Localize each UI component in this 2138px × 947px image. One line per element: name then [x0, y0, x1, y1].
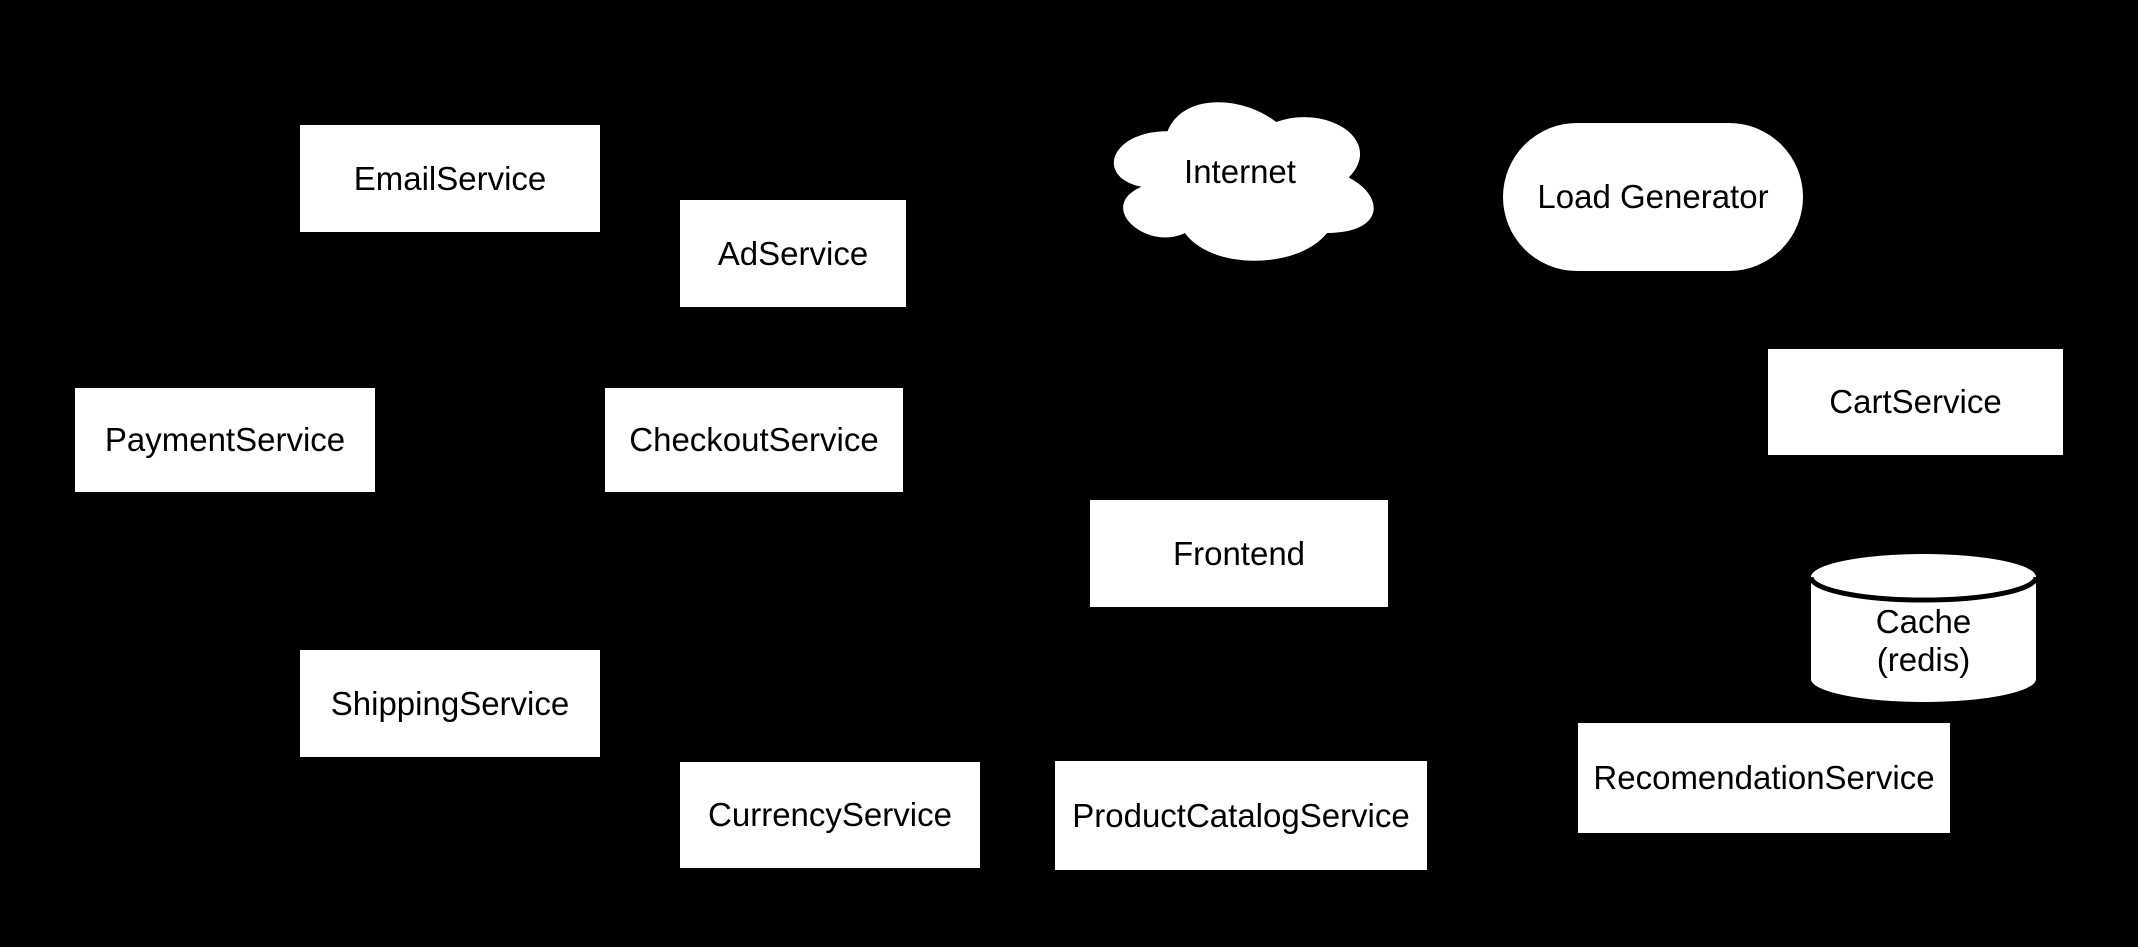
- node-payment-service[interactable]: PaymentService: [75, 388, 375, 492]
- node-ad-service[interactable]: AdService: [680, 200, 906, 307]
- node-label: Cache(redis): [1875, 603, 1972, 678]
- node-shipping-service[interactable]: ShippingService: [300, 650, 600, 757]
- node-label: CurrencyService: [708, 796, 952, 834]
- node-label: CartService: [1829, 383, 2002, 421]
- node-cart-service[interactable]: CartService: [1768, 349, 2063, 455]
- node-load-generator[interactable]: Load Generator: [1503, 123, 1803, 271]
- node-label: EmailService: [353, 159, 547, 197]
- node-label: RecomendationService: [1593, 759, 1935, 797]
- node-email-service[interactable]: EmailService: [300, 125, 600, 232]
- node-internet[interactable]: Internet: [1095, 85, 1385, 270]
- node-recomendation-service[interactable]: RecomendationService: [1578, 723, 1950, 833]
- database-cylinder-shape: [1811, 554, 2036, 702]
- node-label: CheckoutService: [629, 421, 879, 459]
- node-checkout-service[interactable]: CheckoutService: [605, 388, 903, 492]
- node-label: Internet: [1184, 152, 1296, 190]
- node-cache-redis[interactable]: Cache(redis): [1811, 554, 2036, 702]
- node-label: ShippingService: [330, 684, 570, 722]
- cloud-shape: [1113, 102, 1374, 261]
- node-currency-service[interactable]: CurrencyService: [680, 762, 980, 868]
- node-label: AdService: [717, 234, 869, 272]
- node-label: ProductCatalogService: [1072, 796, 1410, 834]
- node-label: Frontend: [1172, 534, 1306, 572]
- node-label: PaymentService: [104, 421, 346, 459]
- node-frontend[interactable]: Frontend: [1090, 500, 1388, 607]
- node-product-catalog-service[interactable]: ProductCatalogService: [1055, 761, 1427, 870]
- node-label: Load Generator: [1537, 178, 1769, 216]
